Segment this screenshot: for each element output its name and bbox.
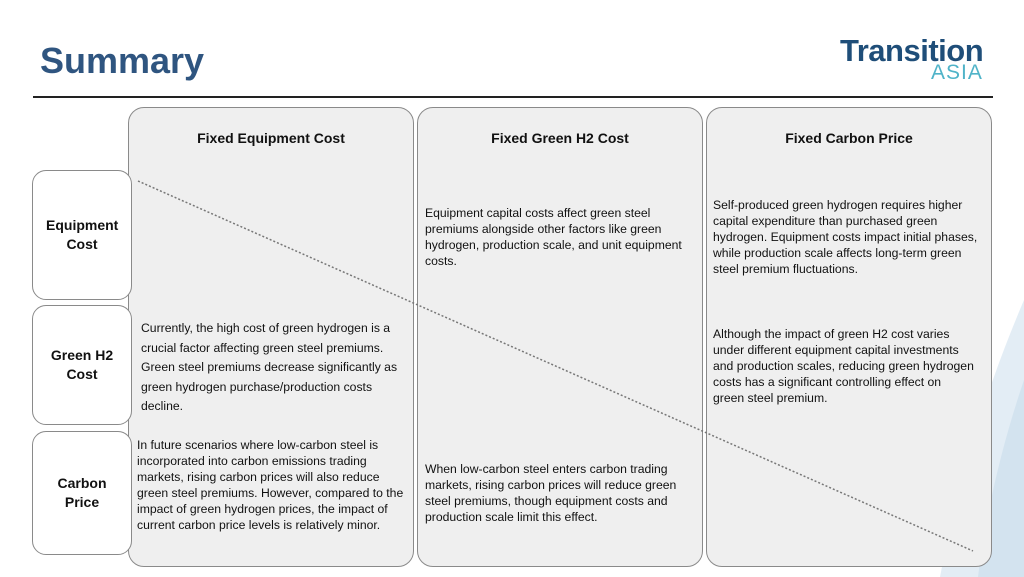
row-label-equipment-cost: Equipment Cost [46, 217, 119, 252]
row-header-carbon-price: Carbon Price [32, 431, 132, 555]
cell-equipment-cost-fixed-h2: Equipment capital costs affect green ste… [425, 206, 682, 268]
row-header-equipment-cost: Equipment Cost [32, 170, 132, 300]
cell-green-h2-cost-fixed-equipment: Currently, the high cost of green hydrog… [141, 321, 398, 413]
cell-green-h2-cost-fixed-carbon: Although the impact of green H2 cost var… [713, 327, 974, 405]
column-header-fixed-green-h2-cost: Fixed Green H2 Cost [491, 130, 629, 146]
cell-carbon-price-fixed-h2: When low-carbon steel enters carbon trad… [425, 462, 677, 524]
page-title: Summary [40, 40, 205, 81]
cell-equipment-cost-fixed-carbon: Self-produced green hydrogen requires hi… [713, 198, 978, 276]
transition-asia-logo: Transition ASIA [838, 33, 988, 85]
logo-wordmark-asia: ASIA [931, 61, 983, 84]
row-label-green-h2-cost: Green H2 Cost [50, 347, 114, 382]
row-label-carbon-price: Carbon Price [57, 475, 107, 510]
column-header-fixed-carbon-price: Fixed Carbon Price [785, 130, 913, 146]
column-header-fixed-equipment-cost: Fixed Equipment Cost [197, 130, 345, 146]
logo-wordmark-transition: Transition [840, 33, 984, 68]
row-header-green-h2-cost: Green H2 Cost [32, 305, 132, 425]
title-divider [33, 96, 993, 98]
cell-carbon-price-fixed-equipment: In future scenarios where low-carbon ste… [137, 438, 404, 532]
